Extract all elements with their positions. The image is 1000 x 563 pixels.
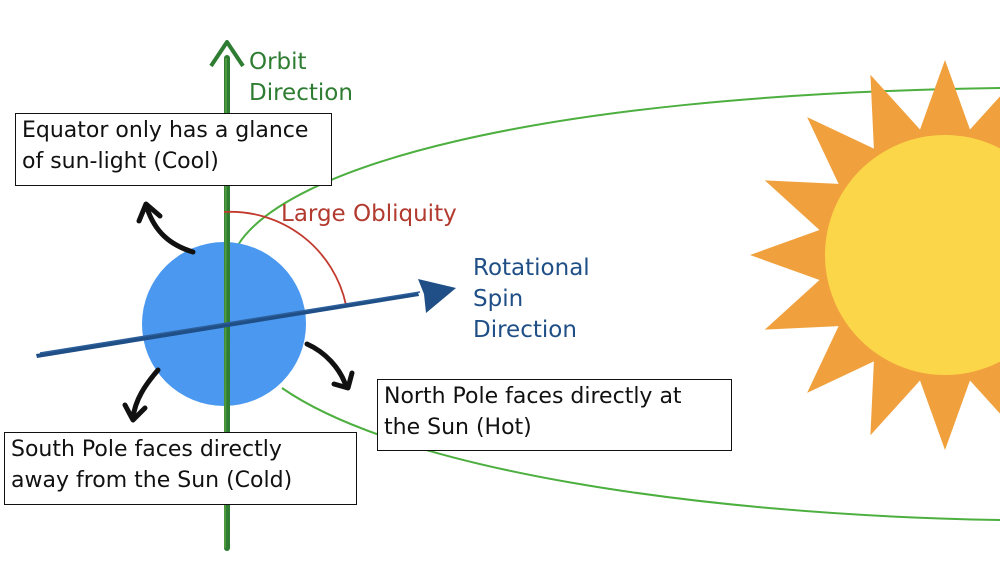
spin-axis — [36, 279, 456, 358]
south-pole-callout-line-1: South Pole faces directly — [11, 437, 282, 462]
rotational-spin-label: Rotational Spin Direction — [473, 253, 590, 346]
orbit-direction-line-1: Orbit — [249, 49, 307, 75]
obliquity-arc — [223, 210, 347, 306]
north-pole-callout: North Pole faces directly at the Sun (Ho… — [377, 379, 732, 451]
south-pole-callout: South Pole faces directly away from the … — [4, 432, 357, 505]
spin-axis-arrowhead — [418, 279, 456, 313]
arrow-up-left — [144, 205, 196, 255]
equator-callout-line-1: Equator only has a glance — [22, 118, 309, 143]
sun — [750, 60, 1000, 450]
rotational-spin-line-3: Direction — [473, 317, 577, 343]
rotational-spin-line-2: Spin — [473, 286, 524, 312]
arrow-down-left — [130, 367, 161, 421]
north-pole-callout-line-1: North Pole faces directly at — [384, 384, 682, 409]
orbit-direction-label: Orbit Direction — [249, 47, 353, 109]
equator-callout: Equator only has a glance of sun-light (… — [15, 113, 332, 186]
sun-core — [825, 135, 1000, 375]
orbit-direction-line-2: Direction — [249, 80, 353, 106]
curved-arrows — [122, 201, 355, 423]
orbit-path — [237, 87, 1000, 521]
north-pole-callout-line-2: the Sun (Hot) — [384, 415, 532, 440]
obliquity-label: Large Obliquity — [281, 201, 457, 227]
equator-callout-line-2: of sun-light (Cool) — [22, 149, 219, 174]
rotational-spin-line-1: Rotational — [473, 255, 590, 281]
south-pole-callout-line-2: away from the Sun (Cold) — [11, 468, 293, 493]
arrow-down-right — [304, 341, 349, 389]
